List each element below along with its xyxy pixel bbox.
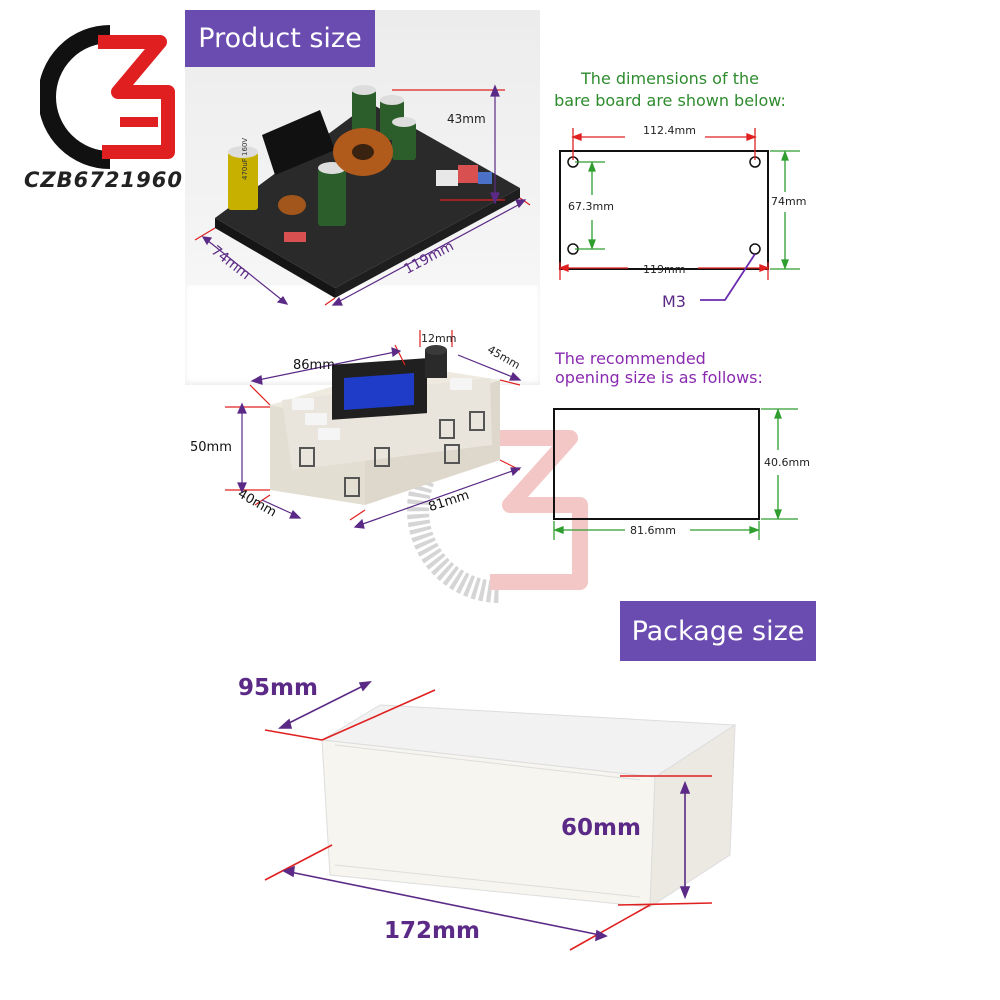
product-size-title: Product size <box>198 23 362 54</box>
package-length-label: 172mm <box>384 918 480 944</box>
opening-height-label: 40.6mm <box>764 456 810 469</box>
bare-board-height-label: 74mm <box>771 195 807 208</box>
opening-diagram <box>553 408 760 520</box>
bare-board-note: The dimensions of the bare board are sho… <box>540 68 800 112</box>
bare-board-width-label: 119mm <box>643 263 686 276</box>
hole-spacing-x-label: 112.4mm <box>643 124 696 137</box>
brand-logo <box>38 22 180 172</box>
panel-width-label: 86mm <box>293 358 335 373</box>
panel-height-label: 50mm <box>190 440 232 455</box>
opening-note-line1: The recommended <box>555 349 706 368</box>
bare-board-note-line2: bare board are shown below: <box>554 91 786 110</box>
product-size-banner: Product size <box>185 10 375 67</box>
screw-label: M3 <box>662 292 686 311</box>
knob-label: 12mm <box>421 332 457 345</box>
hole-spacing-y-label: 67.3mm <box>568 200 614 213</box>
logo-mark-icon <box>38 25 175 169</box>
package-size-title: Package size <box>631 615 805 647</box>
package-height-label: 60mm <box>561 815 641 841</box>
board-height-label: 43mm <box>447 112 486 126</box>
bare-board-note-line1: The dimensions of the <box>581 69 759 88</box>
package-size-banner: Package size <box>620 601 816 661</box>
package-box-image <box>320 704 737 908</box>
brand-name: CZB6721960 <box>24 168 183 192</box>
opening-note: The recommended opening size is as follo… <box>555 349 763 387</box>
capacitor-label: 470uF 160V <box>241 138 249 180</box>
circuit-board-image <box>215 85 520 298</box>
opening-note-line2: opening size is as follows: <box>555 368 763 387</box>
panel-meter-image <box>270 345 500 505</box>
package-depth-label: 95mm <box>238 675 318 701</box>
opening-width-label: 81.6mm <box>630 524 676 537</box>
